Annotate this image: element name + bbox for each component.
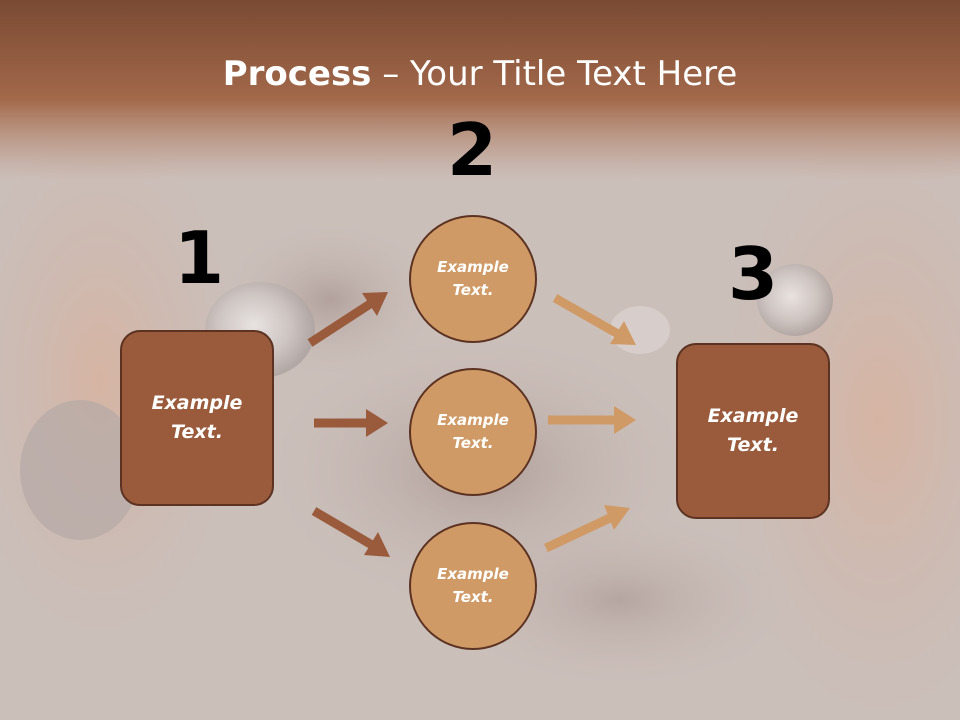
step-box-3-text: Example Text. bbox=[707, 405, 799, 456]
circle-node-3: Example Text. bbox=[409, 522, 537, 650]
circle-node-2-text: Example Text. bbox=[437, 411, 509, 452]
step-box-1: Example Text. bbox=[120, 330, 274, 506]
arrow-from-circle-2 bbox=[548, 406, 636, 434]
title-rest: – Your Title Text Here bbox=[371, 54, 738, 94]
step-number-2: 2 bbox=[446, 108, 498, 192]
arrow-to-circle-3 bbox=[311, 507, 390, 557]
step-box-3: Example Text. bbox=[676, 343, 830, 519]
circle-node-1: Example Text. bbox=[409, 215, 537, 343]
arrow-from-circle-1 bbox=[552, 294, 636, 345]
arrow-to-circle-2 bbox=[314, 409, 388, 437]
step-number-1: 1 bbox=[173, 216, 225, 300]
step-number-3: 3 bbox=[727, 232, 779, 316]
step-box-1-text: Example Text. bbox=[151, 392, 243, 443]
slide-title: Process – Your Title Text Here bbox=[0, 52, 960, 96]
circle-node-1-text: Example Text. bbox=[437, 258, 509, 299]
circle-node-2: Example Text. bbox=[409, 368, 537, 496]
arrow-from-circle-3 bbox=[544, 505, 630, 553]
title-bold: Process bbox=[222, 54, 372, 94]
circle-node-3-text: Example Text. bbox=[437, 565, 509, 606]
arrow-to-circle-1 bbox=[307, 292, 388, 347]
